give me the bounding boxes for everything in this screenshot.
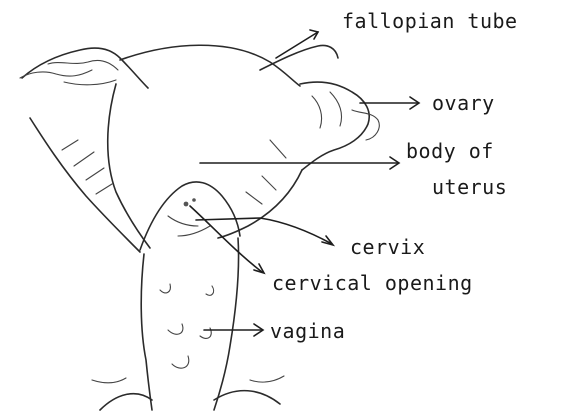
label-cervix: cervix <box>350 236 425 258</box>
ovary-outline <box>300 82 369 170</box>
uterus-left-wall <box>108 84 150 248</box>
uterus-right-wall <box>218 170 302 238</box>
vagina-left-wall <box>141 254 152 410</box>
right-fallopian-tube <box>260 46 338 71</box>
label-fallopian-tube: fallopian tube <box>342 10 518 32</box>
vulva-left <box>100 394 152 410</box>
vagina-right-wall <box>214 238 239 410</box>
left-fallopian-tube <box>22 48 148 88</box>
arrow-fallopian-tube <box>276 32 318 58</box>
label-cervical-opening: cervical opening <box>272 272 473 294</box>
label-body-of-uterus-line1: body of <box>406 140 494 162</box>
cervical-opening-mark <box>184 202 189 207</box>
label-ovary: ovary <box>432 92 495 114</box>
arrow-cervical-opening <box>190 206 262 272</box>
uterus-fundus <box>120 45 300 86</box>
vulva-right <box>214 391 280 404</box>
label-vagina: vagina <box>270 320 345 342</box>
label-body-of-uterus-line2: uterus <box>432 176 507 198</box>
